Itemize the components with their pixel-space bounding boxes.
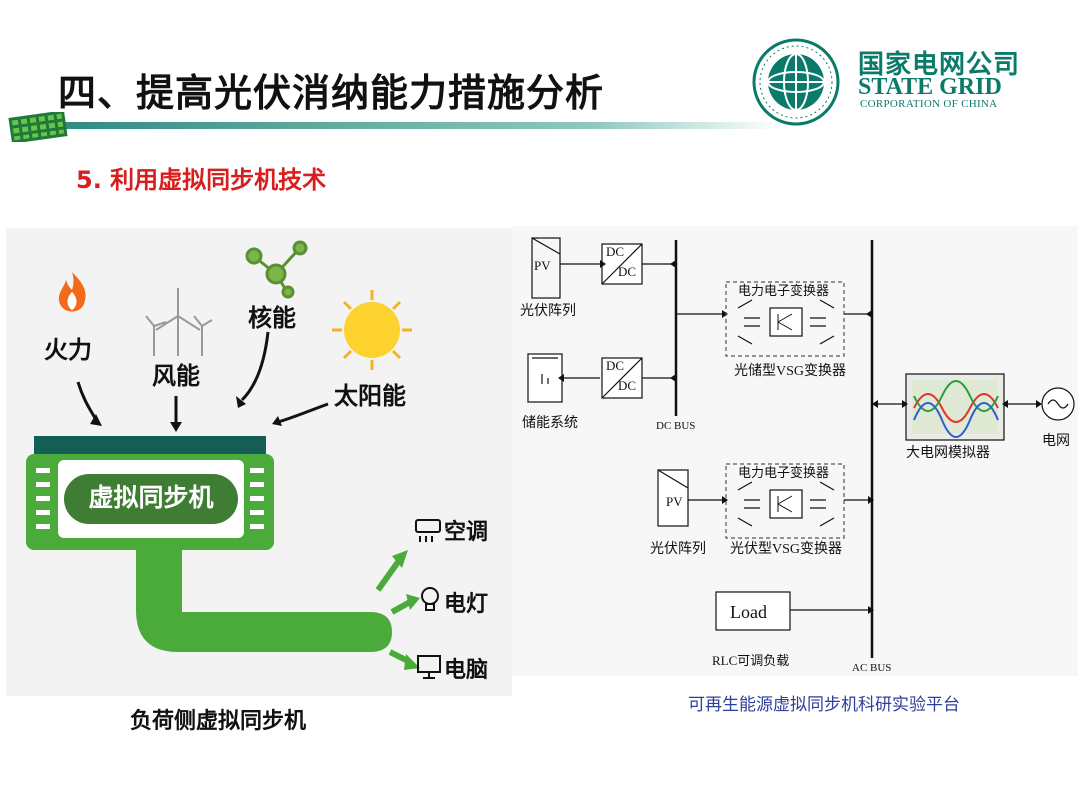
right-panel-caption: 可再生能源虚拟同步机科研实验平台 bbox=[688, 695, 960, 715]
load-label-lamp: 电灯 bbox=[444, 592, 489, 617]
dc-bus-label: DC BUS bbox=[656, 420, 696, 432]
grid-simulator-screen bbox=[905, 373, 1005, 441]
dc-dc-converter-2 bbox=[601, 357, 643, 399]
source-label-wind: 风能 bbox=[152, 362, 200, 390]
section-subtitle: 5. 利用虚拟同步机技术 bbox=[76, 166, 327, 194]
vsg-converter-2 bbox=[725, 463, 845, 539]
dc1-top-label: DC bbox=[606, 244, 625, 259]
logo-english-name: STATE GRID bbox=[858, 74, 1002, 100]
converter1-label: 光储型VSG变换器 bbox=[734, 364, 847, 379]
grid-label: 电网 bbox=[1042, 434, 1070, 449]
logo-chinese-name: 国家电网公司 bbox=[858, 50, 1021, 80]
header-decoration bbox=[8, 112, 780, 142]
state-grid-logo-seal bbox=[752, 38, 840, 126]
pv-array-2 bbox=[657, 469, 689, 527]
grid-ac-source-icon bbox=[1041, 387, 1075, 421]
rlc-load-box bbox=[715, 591, 791, 631]
wind-turbine-icon bbox=[145, 288, 213, 356]
pv2-label: 光伏阵列 bbox=[650, 542, 706, 557]
green-grid-icon bbox=[8, 112, 68, 142]
virtual-sync-machine-label: 虚拟同步机 bbox=[88, 483, 214, 512]
source-label-nuclear: 核能 bbox=[248, 304, 296, 332]
power-pipe bbox=[136, 550, 392, 652]
logo-english-subline: CORPORATION OF CHINA bbox=[860, 98, 998, 110]
page-title: 四、提高光伏消纳能力措施分析 bbox=[58, 71, 605, 115]
load-label: RLC可调负载 bbox=[712, 653, 790, 668]
vsg-platform-schematic bbox=[512, 226, 1078, 676]
converter2-title: 电力电子变换器 bbox=[738, 465, 830, 480]
dc2-top-label: DC bbox=[606, 358, 625, 373]
source-label-solar: 太阳能 bbox=[334, 382, 406, 410]
machine-top-plate bbox=[34, 436, 266, 454]
left-panel-caption: 负荷侧虚拟同步机 bbox=[130, 709, 307, 734]
converter1-title: 电力电子变换器 bbox=[738, 283, 830, 298]
air-conditioner-icon bbox=[415, 519, 441, 542]
load-side-vsg-diagram bbox=[6, 228, 512, 696]
load-label-ac: 空调 bbox=[444, 520, 489, 545]
simulator-label: 大电网模拟器 bbox=[906, 446, 990, 461]
pv2-box-label: PV bbox=[666, 494, 683, 509]
source-label-fire: 火力 bbox=[44, 336, 92, 364]
dc-dc-converter-1 bbox=[601, 243, 643, 285]
ac-bus-label: AC BUS bbox=[852, 662, 892, 674]
vsg-converter-1 bbox=[725, 281, 845, 357]
computer-monitor-icon bbox=[417, 655, 441, 679]
pv-array-1 bbox=[531, 237, 561, 299]
fire-icon bbox=[58, 272, 86, 312]
dc1-bottom-label: DC bbox=[618, 264, 637, 279]
dc2-bottom-label: DC bbox=[618, 378, 637, 393]
converter2-label: 光伏型VSG变换器 bbox=[730, 542, 843, 557]
energy-storage-cabinet bbox=[527, 353, 563, 403]
load-label-pc: 电脑 bbox=[444, 658, 489, 683]
nuclear-molecule-icon bbox=[245, 240, 308, 299]
load-box-label: Load bbox=[730, 602, 767, 622]
pv1-box-label: PV bbox=[534, 258, 551, 273]
load-arrows bbox=[375, 550, 420, 670]
pv1-label: 光伏阵列 bbox=[520, 304, 576, 319]
pv2-connectors bbox=[688, 499, 868, 611]
storage-label: 储能系统 bbox=[522, 416, 578, 431]
sun-icon bbox=[332, 290, 412, 370]
light-bulb-icon bbox=[421, 587, 439, 611]
